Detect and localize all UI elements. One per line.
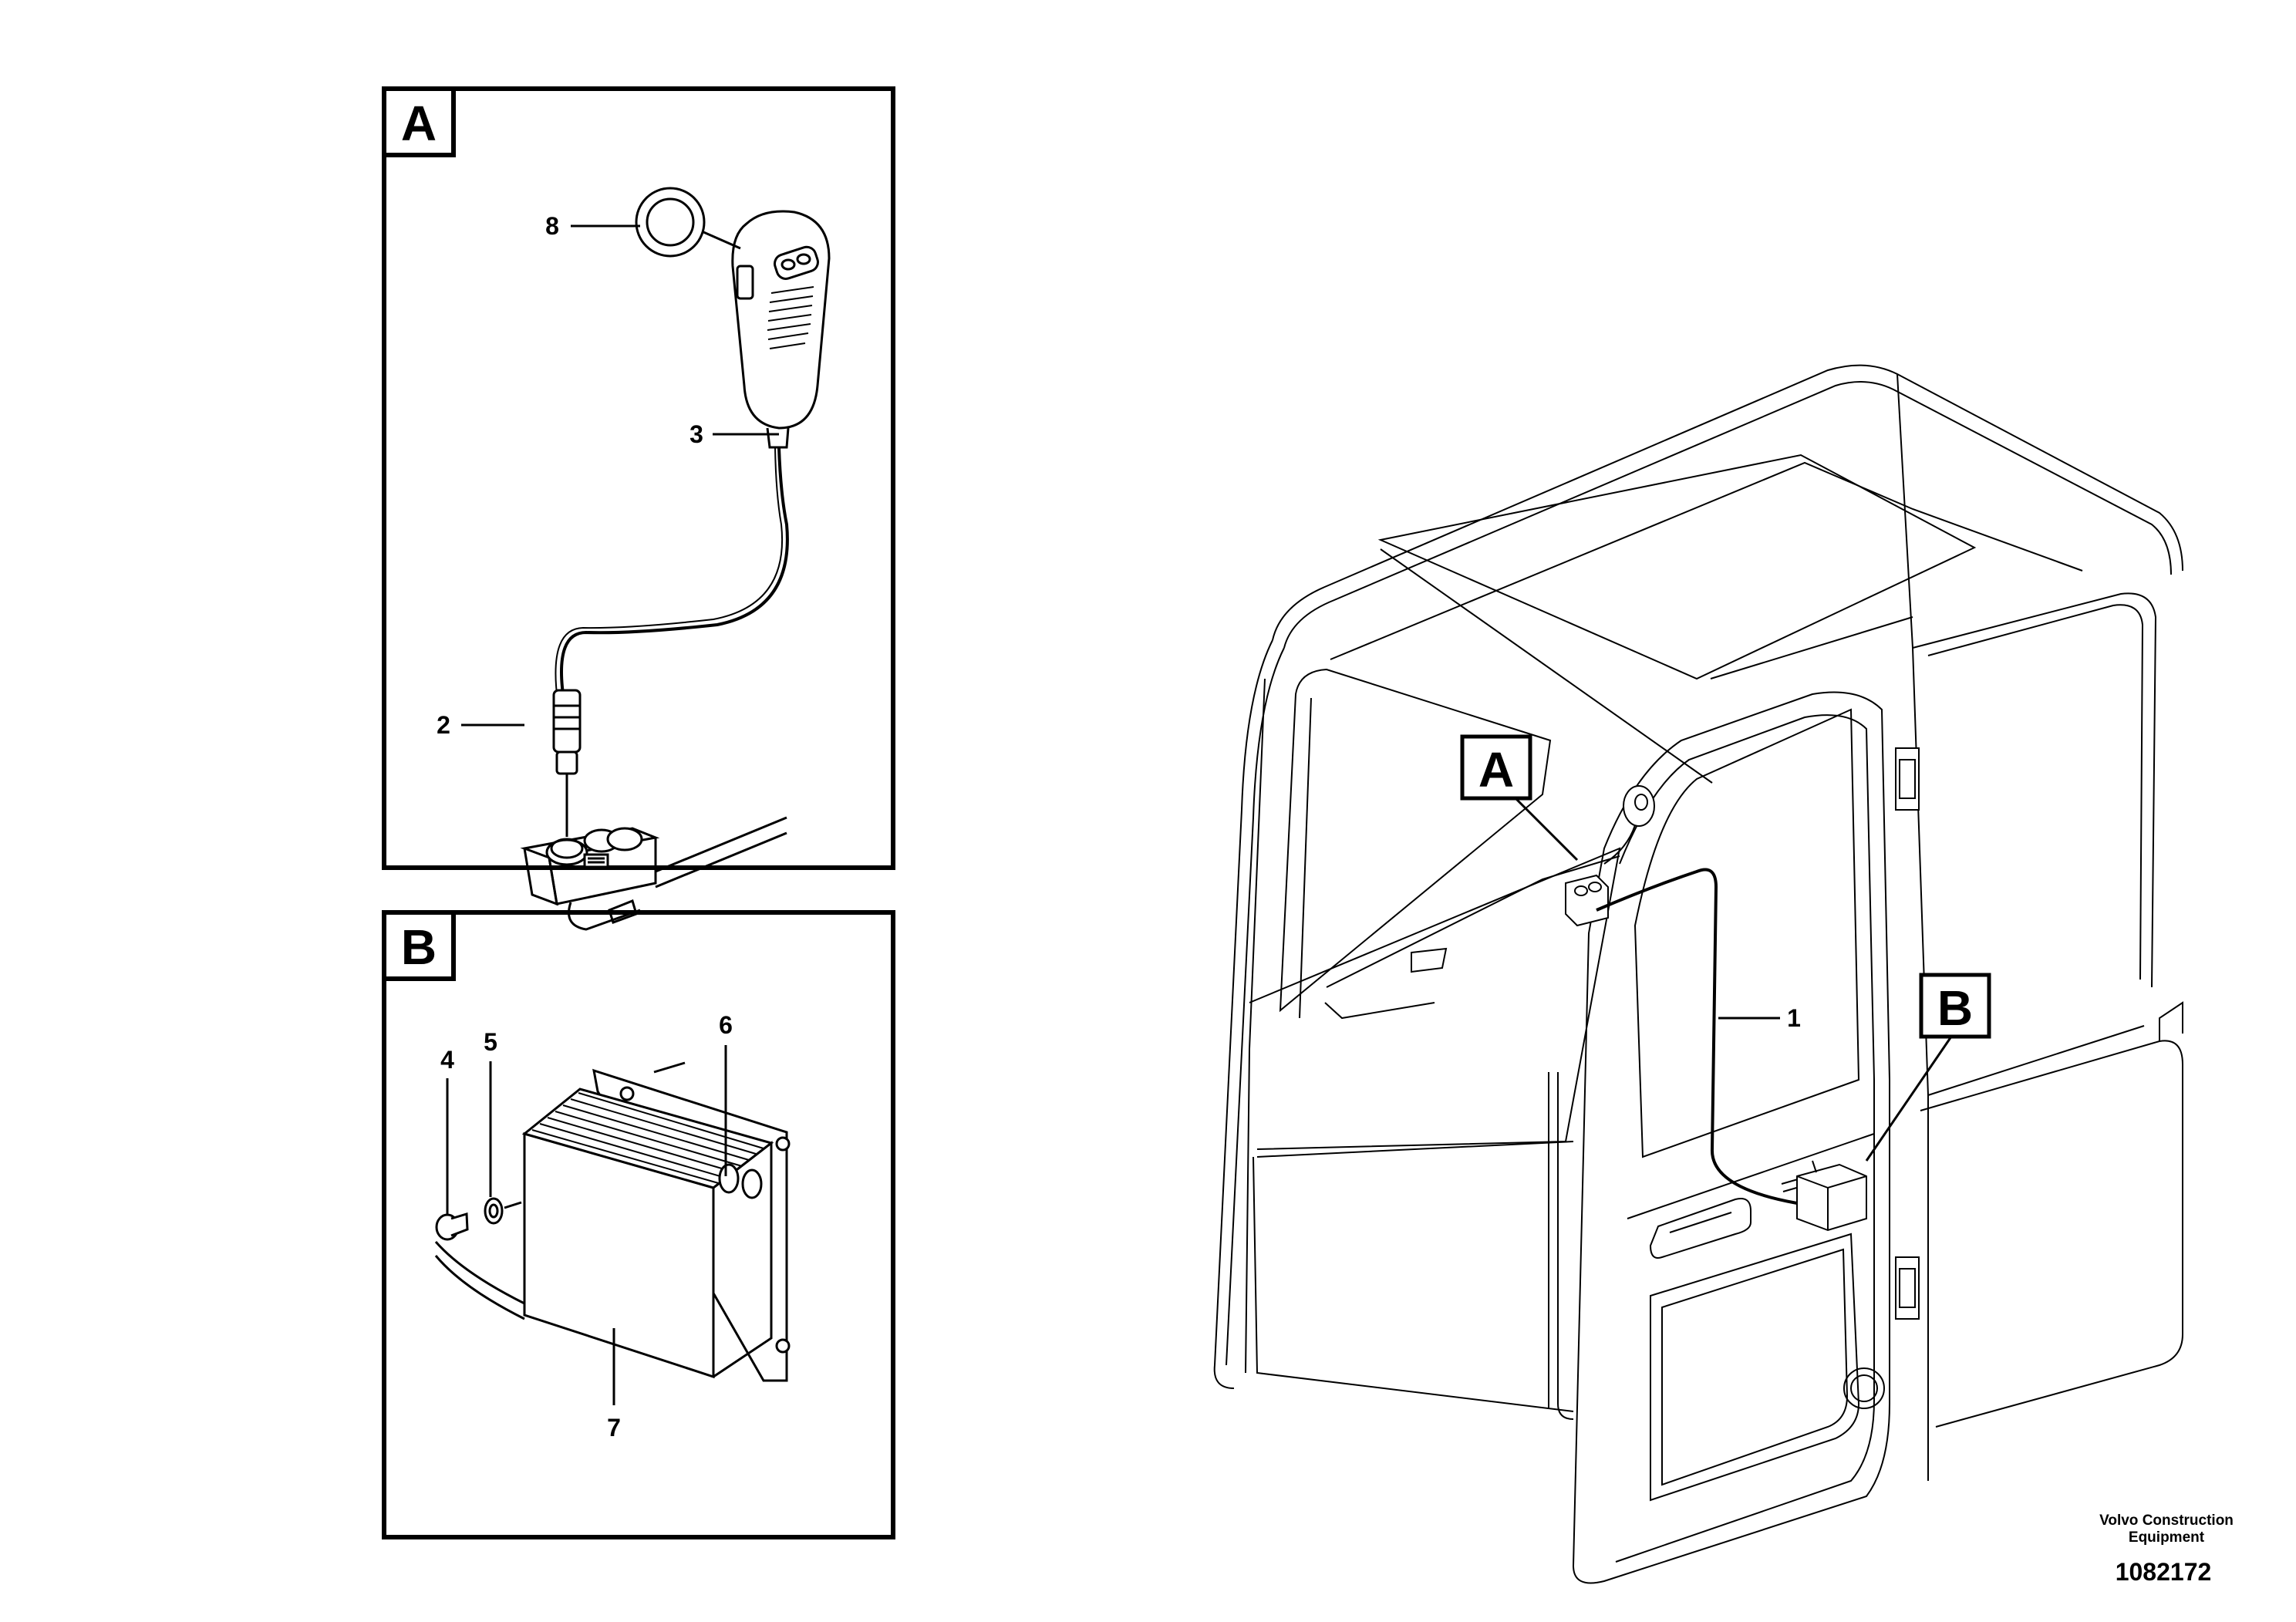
callout-5: 5	[484, 1028, 497, 1056]
microphone-illustration	[552, 210, 831, 837]
callout-7: 7	[607, 1414, 621, 1442]
callout-3: 3	[689, 420, 703, 448]
detail-frame-b: B	[382, 910, 895, 1539]
callout-1: 1	[1787, 1004, 1801, 1032]
main-label-b: B	[1919, 973, 1991, 1039]
cab-microphone-illustration	[1603, 785, 1655, 865]
callout-6: 6	[719, 1011, 733, 1039]
callout-2: 2	[437, 711, 450, 739]
detail-a-leaders	[461, 224, 779, 727]
diagram-reference-number: 1082172	[2115, 1558, 2212, 1586]
main-label-a: A	[1460, 734, 1532, 801]
callout-4: 4	[440, 1046, 454, 1074]
svg-text:B: B	[1937, 980, 1973, 1036]
cab-socket-illustration	[1565, 874, 1609, 927]
detail-a-label: A	[401, 96, 437, 151]
cab-illustration	[1213, 364, 2183, 1584]
credit-line-2: Equipment	[2128, 1529, 2205, 1546]
detail-b-label: B	[401, 919, 437, 975]
bolt-illustration	[435, 1212, 469, 1241]
main-leaders	[1514, 797, 1953, 1162]
callout-8: 8	[545, 212, 559, 240]
detail-b-leaders	[446, 1045, 727, 1405]
cab-amplifier-illustration	[1796, 1160, 1867, 1232]
credit-line-1: Volvo Construction	[2099, 1512, 2234, 1529]
washer-illustration	[484, 1197, 522, 1225]
amplifier-illustration	[434, 1068, 791, 1382]
manufacturer-credit: Volvo Construction Equipment	[2082, 1512, 2251, 1546]
cable-harness	[1596, 868, 1798, 1205]
svg-text:A: A	[1478, 742, 1514, 798]
seal-ring-illustration	[635, 187, 706, 258]
detail-frame-a: A	[382, 86, 895, 931]
